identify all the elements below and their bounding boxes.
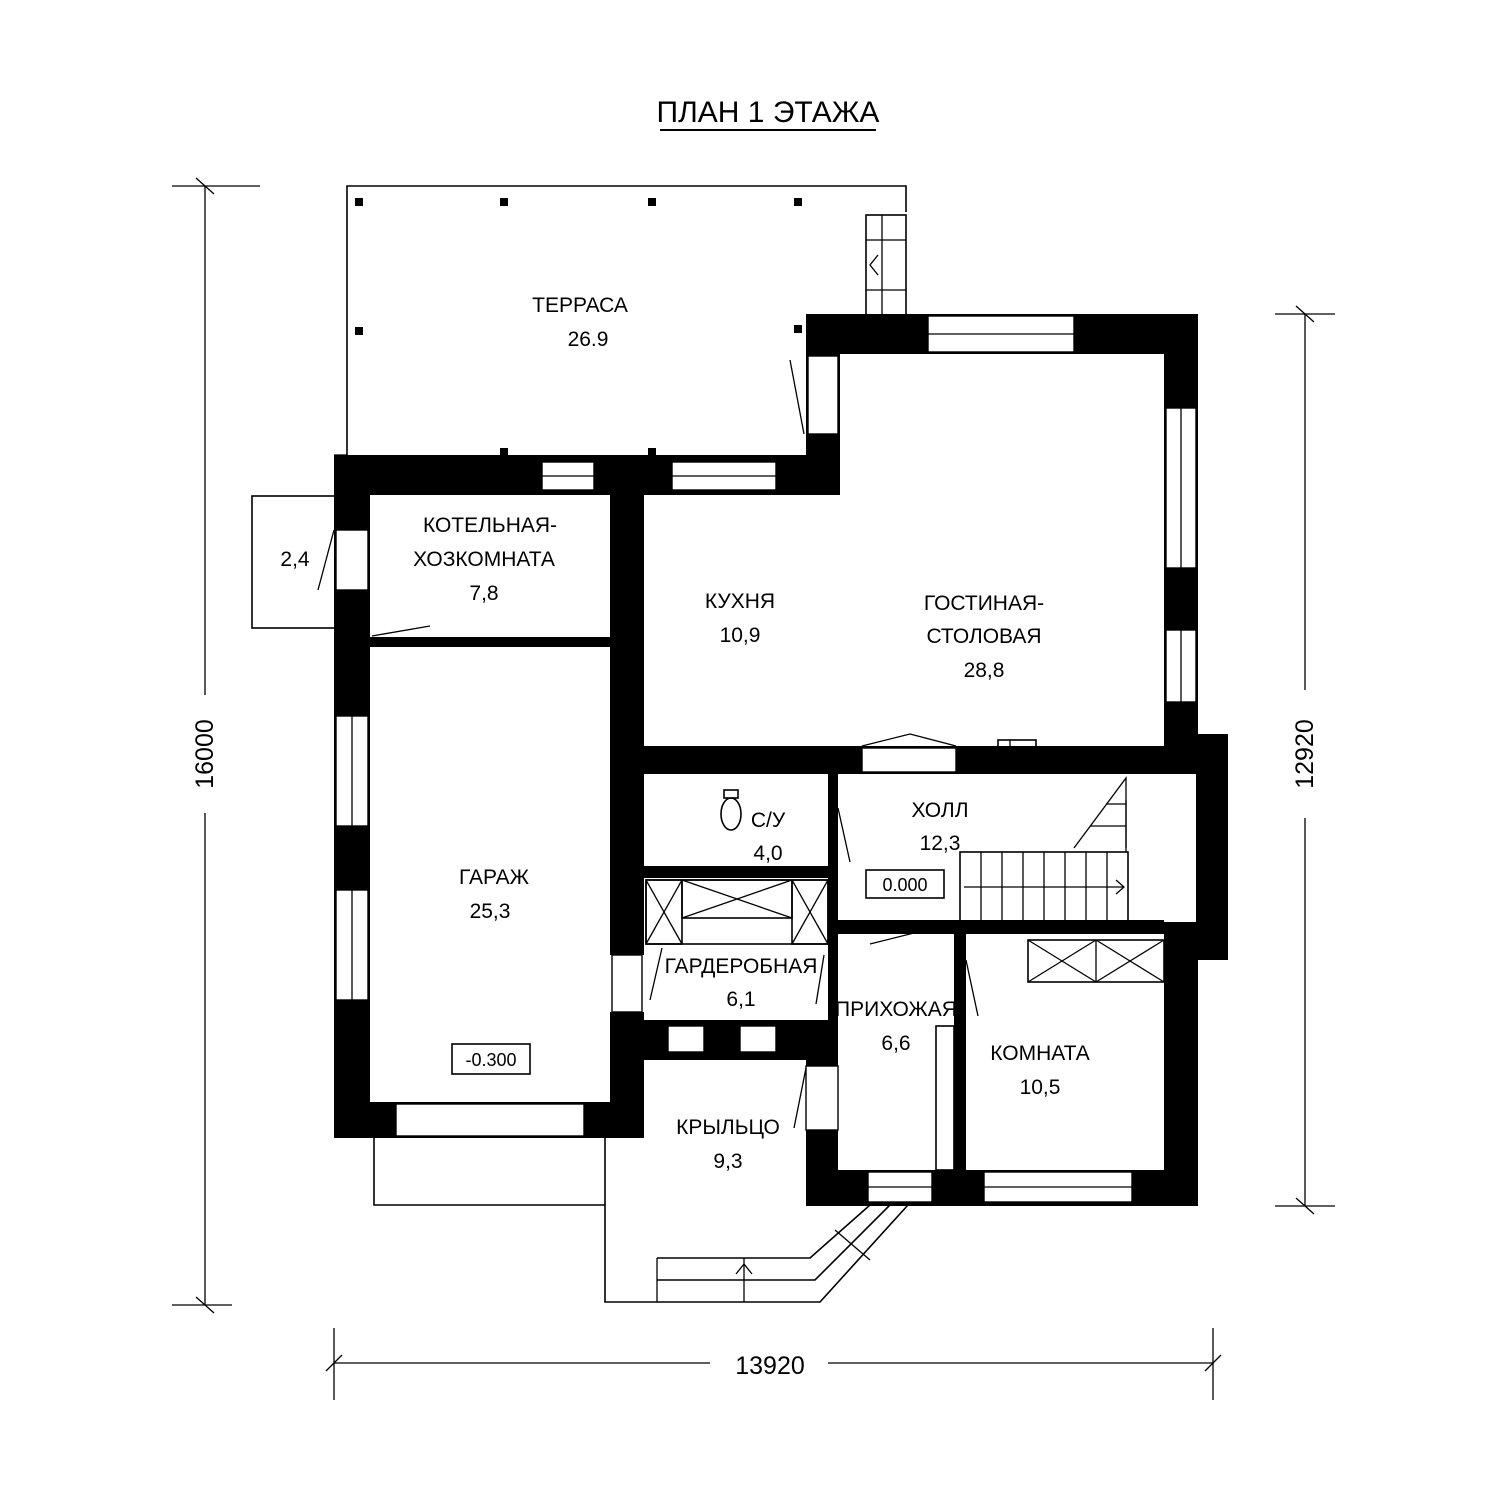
room-area: 10,5 xyxy=(1020,1076,1061,1099)
boiler-name-line1: КОТЕЛЬНАЯ- xyxy=(423,514,557,537)
garage-name: ГАРАЖ xyxy=(459,866,530,889)
room-boiler: КОТЕЛЬНАЯ- ХОЗКОМНАТА 7,8 xyxy=(413,514,557,605)
living-area: 28,8 xyxy=(964,659,1005,682)
wc-name: С/У xyxy=(751,809,786,832)
room-name: КОМНАТА xyxy=(990,1042,1090,1065)
hall-level: 0.000 xyxy=(882,875,927,895)
boiler-area: 7,8 xyxy=(469,582,498,605)
dimension-right: 12920 xyxy=(1275,305,1335,1215)
living-name-line1: ГОСТИНАЯ- xyxy=(924,592,1044,615)
porch-name: КРЫЛЬЦО xyxy=(676,1116,780,1139)
terrace-name: ТЕРРАСА xyxy=(532,294,628,317)
room-porch: КРЫЛЬЦО 9,3 xyxy=(676,1116,780,1173)
dimension-width-bottom: 13920 xyxy=(735,1352,805,1380)
wc-area: 4,0 xyxy=(753,842,782,865)
terrace xyxy=(334,185,907,456)
room-entry: ПРИХОЖАЯ 6,6 xyxy=(835,998,957,1055)
kitchen-name: КУХНЯ xyxy=(705,590,775,613)
dimension-height-left: 16000 xyxy=(191,719,219,789)
plan-title-text: ПЛАН 1 ЭТАЖА xyxy=(657,96,880,129)
room-wc: С/У 4,0 xyxy=(751,809,786,865)
room-garage: ГАРАЖ 25,3 -0.300 xyxy=(451,866,531,1075)
dimension-left: 16000 xyxy=(172,177,260,1314)
wardrobe-area: 6,1 xyxy=(726,988,755,1011)
room-wardrobe: ГАРДЕРОБНАЯ 6,1 xyxy=(665,955,818,1011)
room-terrace: ТЕРРАСА 26.9 xyxy=(532,294,628,351)
fixtures xyxy=(317,359,1165,1171)
living-name-line2: СТОЛОВАЯ xyxy=(926,625,1041,648)
room-kitchen: КУХНЯ 10,9 xyxy=(705,590,775,647)
garage-area: 25,3 xyxy=(470,900,511,923)
wardrobe-name: ГАРДЕРОБНАЯ xyxy=(665,955,818,978)
dimension-height-right: 12920 xyxy=(1291,719,1319,789)
boiler-name-line2: ХОЗКОМНАТА xyxy=(413,548,555,571)
garage-level: -0.300 xyxy=(465,1050,516,1070)
entry-area: 6,6 xyxy=(881,1032,910,1055)
room-annex: 2,4 xyxy=(280,548,310,571)
hall-name: ХОЛЛ xyxy=(912,799,969,822)
entry-name: ПРИХОЖАЯ xyxy=(835,998,957,1021)
kitchen-area: 10,9 xyxy=(720,624,761,647)
room-bedroom: КОМНАТА 10,5 xyxy=(990,1042,1090,1099)
hall-area: 12,3 xyxy=(920,832,961,855)
dimension-bottom: 13920 xyxy=(325,1328,1222,1400)
terrace-area: 26.9 xyxy=(568,328,609,351)
annex-area: 2,4 xyxy=(280,548,310,571)
porch-outline xyxy=(373,1137,909,1303)
windows xyxy=(335,315,1197,1203)
room-living: ГОСТИНАЯ- СТОЛОВАЯ 28,8 xyxy=(924,592,1044,682)
room-hall: ХОЛЛ 12,3 0.000 xyxy=(865,799,969,899)
porch-area: 9,3 xyxy=(713,1150,742,1173)
plan-title: ПЛАН 1 ЭТАЖА xyxy=(657,96,880,131)
